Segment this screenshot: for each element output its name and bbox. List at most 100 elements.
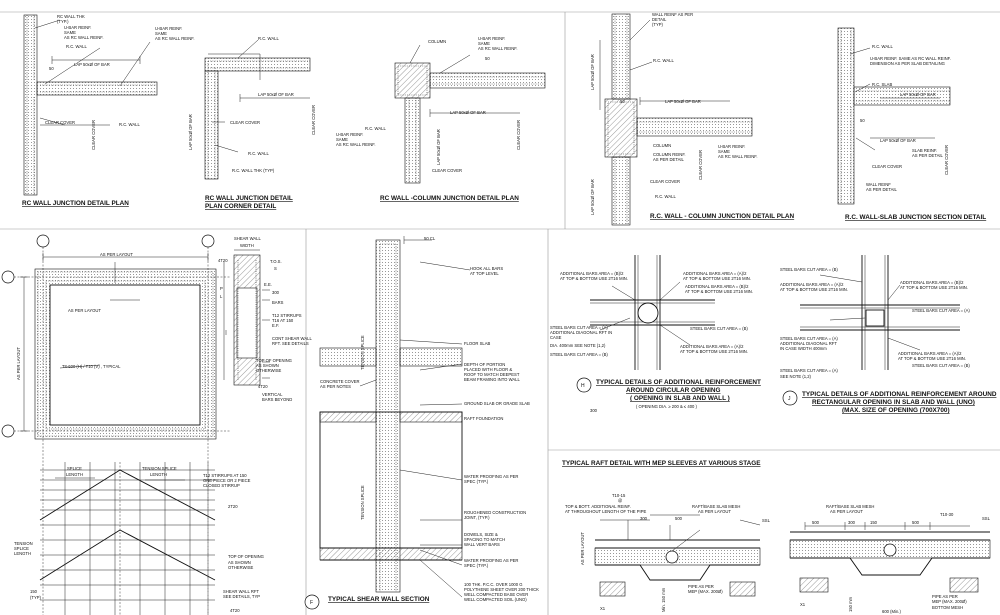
label-sw-stirrups1: T12 STIRRUPS xyxy=(272,313,302,318)
label-r-500c: 500 xyxy=(912,520,920,525)
label-d-rcwall: R.C. WALL xyxy=(653,58,674,63)
label-e-ubar2: DIMENSION AS PER SLAB DETAILING xyxy=(870,61,945,66)
label-h-add8: AT TOP & BOTTOM USE 2T16 MIN. xyxy=(685,289,753,294)
label-d-col-reinf2: AS PER DETAIL xyxy=(653,157,685,162)
label-b-lap: LAP 50xØ OF BAR xyxy=(258,92,294,97)
label-h-add4: AT TOP & BOTTOM USE 2T16 MIN. xyxy=(683,276,751,281)
label-a-50: 50 xyxy=(49,66,54,71)
label-e-wall-reinf2: AS PER DETAIL xyxy=(866,187,898,192)
label-f-dowels3: WALL VERT BARS xyxy=(464,542,500,547)
label-sw-stirrups3: E.F. xyxy=(272,323,279,328)
detail-g-shear-wall-opening: AS PER LAYOUT AS PER LAYOUT AS PER LAYOU… xyxy=(1,234,230,615)
label-b-wall-thk: R.C. WALL THK (TYP) xyxy=(232,168,275,173)
label-f-wp2: SPEC (TYP.) xyxy=(464,479,489,484)
label-j-steel5: STEEL BARS CUT AREA = (A) xyxy=(780,368,838,373)
label-sw-stirrups2: T16 AT 150 xyxy=(272,318,294,323)
label-h-dia: DIA. 400mm SEE NOTE (1,2) xyxy=(550,343,606,348)
label-sp-top2: AS SHOWN xyxy=(228,560,251,565)
label-d-50: 50 xyxy=(620,99,625,104)
label-f-ground: GROUND SLAB OR GRADE SLAB xyxy=(464,401,530,406)
label-f-floor: FLOOR SLAB xyxy=(464,341,491,346)
label-j-add6: AT TOP & BOTTOM USE 2T16 MIN. xyxy=(898,356,966,361)
detail-sw-edge: SHEAR WALL WIDTH 4T20 T.O.S. S P L E.E. … xyxy=(218,236,312,402)
label-c-ubar-b3: AS RC WALL REINF. xyxy=(336,142,375,147)
label-f-depth4: BEAM FRAMING INTO WALL xyxy=(464,377,521,382)
label-c-ubar3: AS RC WALL REINF. xyxy=(478,46,517,51)
label-e-clear-cover: CLEAR COVER xyxy=(872,164,902,169)
label-r-top2: AT THROUGHOUT LENGTH OF THE PIPE xyxy=(565,509,646,514)
label-r-top1: TOP & BOTT. ADDITIONAL REINF. xyxy=(565,504,631,509)
label-j-note: SEE NOTE (1,2) xyxy=(780,374,812,379)
label-b-lap-v: LAP 50xØ OF BAR xyxy=(188,114,193,150)
title-c: RC WALL -COLUMN JUNCTION DETAIL PLAN xyxy=(380,195,519,202)
label-r-min2: 150 mm xyxy=(848,596,853,612)
label-sp-stirr1: T12 STIRRUPS AT 150 xyxy=(203,473,247,478)
label-d-lap-v2: LAP 50xØ OF BAR xyxy=(590,179,595,215)
label-sw-top2: AS SHOWN xyxy=(256,363,279,368)
label-r-min: Min. 150 mm xyxy=(661,587,666,612)
label-sw-shear: SHEAR WALL xyxy=(234,236,262,241)
bubble-f: F xyxy=(310,600,313,606)
title-raft: TYPICAL RAFT DETAIL WITH MEP SLEEVES AT … xyxy=(562,460,761,467)
label-f-hook1: HOOK ALL BARS xyxy=(470,266,503,271)
label-j-diag2: IN CASE WIDTH 400mm xyxy=(780,346,827,351)
label-j-diag1: ADDITIONAL DIAGONAL RFT xyxy=(780,341,837,346)
detail-f-shear-wall-section: 50 CL HOOK ALL BARS AT TOP LEVEL TENSION… xyxy=(304,236,539,610)
label-a-rcwall2: R.C. WALL xyxy=(119,122,140,127)
title-f: TYPICAL SHEAR WALL SECTION xyxy=(328,596,430,603)
label-r-600: 600 (Min.) xyxy=(882,609,901,614)
title-e: R.C. WALL-SLAB JUNCTION SECTION DETAIL xyxy=(845,214,986,221)
label-h-add5: ADDITIONAL BARS AREA = (A)/2 xyxy=(680,344,744,349)
title-d: R.C. WALL - COLUMN JUNCTION DETAIL PLAN xyxy=(650,213,795,220)
label-d-wall-reinf3: (TYP) xyxy=(652,22,664,27)
label-j-add5: ADDITIONAL BARS AREA = (A)/2 xyxy=(898,351,962,356)
label-e-clear-cover-v: CLEAR COVER xyxy=(944,145,949,175)
label-r-mesh4: AS PER LAYOUT xyxy=(830,509,863,514)
label-b-ubar3: AS RC WALL REINF. xyxy=(155,36,194,41)
label-r-500b: 500 xyxy=(812,520,820,525)
label-d-wall-reinf1: WALL REINF AS PER xyxy=(652,12,693,17)
label-f-concrete1: CONCRETE COVER xyxy=(320,379,360,384)
label-e-ubar1: U-BAR REINF. SAME AS RC WALL REINF. xyxy=(870,56,951,61)
label-a-lap: LAP 50xØ OF BAR xyxy=(74,62,110,67)
label-j-steel2: STEEL BARS CUT AREA = (A) xyxy=(912,308,970,313)
label-f-wp3: WATER PROOFING AS PER xyxy=(464,558,518,563)
label-r-ssl2: SSL xyxy=(982,516,991,521)
label-r-bottom: BOTTOM MESH xyxy=(932,605,963,610)
label-r-ssl: SSL xyxy=(762,518,771,523)
label-c-rcwall: R.C. WALL xyxy=(365,126,386,131)
title-b1: RC WALL JUNCTION DETAIL xyxy=(205,195,293,202)
label-h-diag1: ADDITIONAL DIAGONAL RFT IN xyxy=(550,330,612,335)
label-sw-4t20b: 4T20 xyxy=(258,384,268,389)
label-h-add1: ADDITIONAL BARS AREA = (B)/2 xyxy=(560,271,624,276)
label-a-clear-cover: CLEAR COVER xyxy=(45,120,75,125)
label-a-ubar2: SAME xyxy=(64,30,76,35)
label-sp-stirr3: CLOSED STIRRUP xyxy=(203,483,240,488)
label-sp-top3: OTHERWISE xyxy=(228,565,253,570)
label-b-clear-cover: CLEAR COVER xyxy=(230,120,260,125)
label-r-t1: T10-15 xyxy=(612,493,626,498)
label-sw-vert1: VERTICAL xyxy=(262,392,283,397)
label-c-lap-v: LAP 50xØ OF BAR xyxy=(436,129,441,165)
detail-b-corner: U-BAR REINF. SAME AS RC WALL REINF. R.C.… xyxy=(155,26,316,210)
label-e-slab-reinf2: AS PER DETAIL xyxy=(912,153,944,158)
label-e-50: 50 xyxy=(860,118,865,123)
label-f-dowels2: SPACING TO MATCH xyxy=(464,537,505,542)
label-sw-top3: OTHERWISE xyxy=(256,368,281,373)
label-d-lap: LAP 50xØ OF BAR xyxy=(665,99,701,104)
label-sp-tsplice1: TENSION SPLICE xyxy=(142,466,177,471)
label-d-col-reinf1: COLUMN REINF. xyxy=(653,152,686,157)
label-sp-stirr2: ONE PIECE OR 2 PIECE xyxy=(203,478,251,483)
label-a-ubar3: AS RC WALL REINF. xyxy=(64,35,103,40)
title-h3: ( OPENING IN SLAB AND WALL ) xyxy=(630,395,730,402)
label-b-ubar2: SAME xyxy=(155,31,167,36)
label-a-typ: (TYP.) xyxy=(57,19,69,24)
title-j3: (MAX. SIZE OF OPENING (700X700) xyxy=(842,407,950,414)
label-f-tension2: TENSION SPLICE xyxy=(360,485,365,520)
label-sw-cont1: CONT SHEAR WALL xyxy=(272,336,312,341)
label-sp-sw1: SHEAR WALL RFT xyxy=(223,589,259,594)
label-r-300b: 300 xyxy=(848,520,856,525)
label-r-300: 300 xyxy=(640,516,648,521)
label-c-ubar-b1: U-BAR REINF. xyxy=(336,132,363,137)
label-r-150: 150 xyxy=(870,520,878,525)
